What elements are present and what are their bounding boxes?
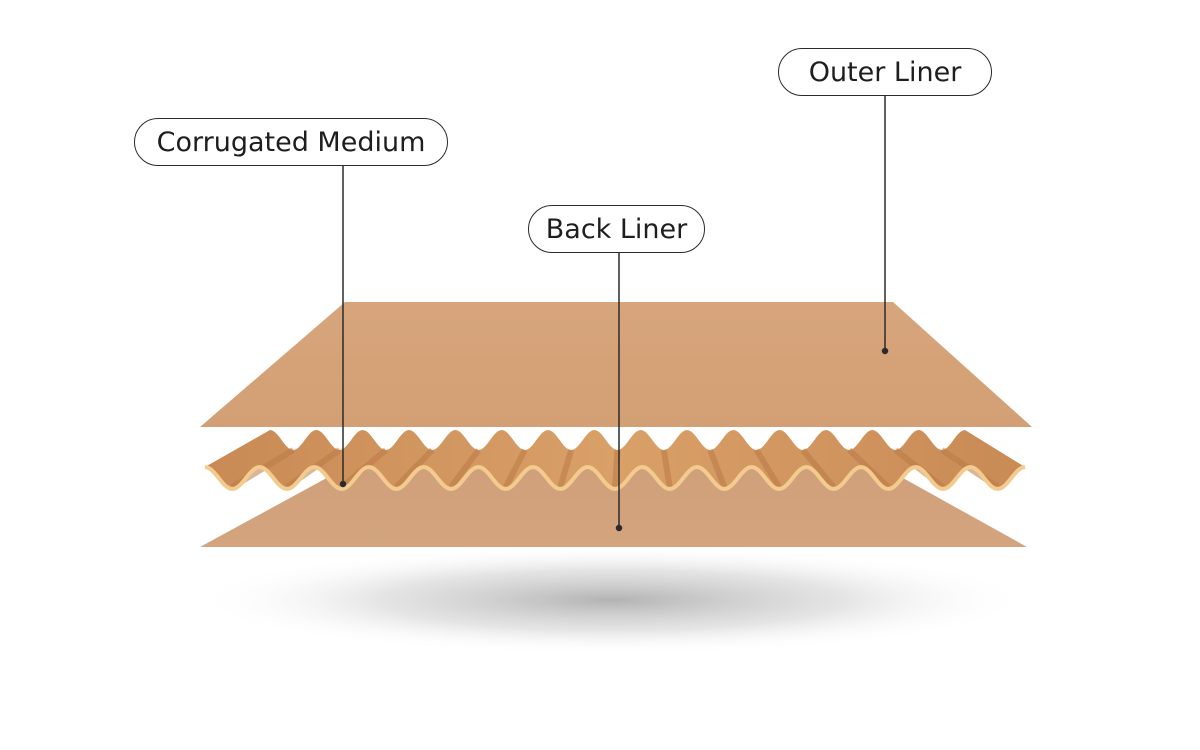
corrugated-medium-label: Corrugated Medium <box>134 118 448 166</box>
back-liner-sheet <box>200 468 1027 547</box>
back-liner-leader-dot <box>615 524 623 532</box>
floor-shadow <box>192 545 1032 655</box>
outer-liner-leader-dot <box>881 347 889 355</box>
back-liner-label: Back Liner <box>528 205 705 253</box>
outer-liner-label: Outer Liner <box>778 48 992 96</box>
corrugated-medium-leader-dot <box>339 480 347 488</box>
corrugated-medium-front-edge <box>204 464 1026 492</box>
outer-liner-sheet <box>200 302 1032 427</box>
corrugated-medium-layer <box>204 430 1026 492</box>
